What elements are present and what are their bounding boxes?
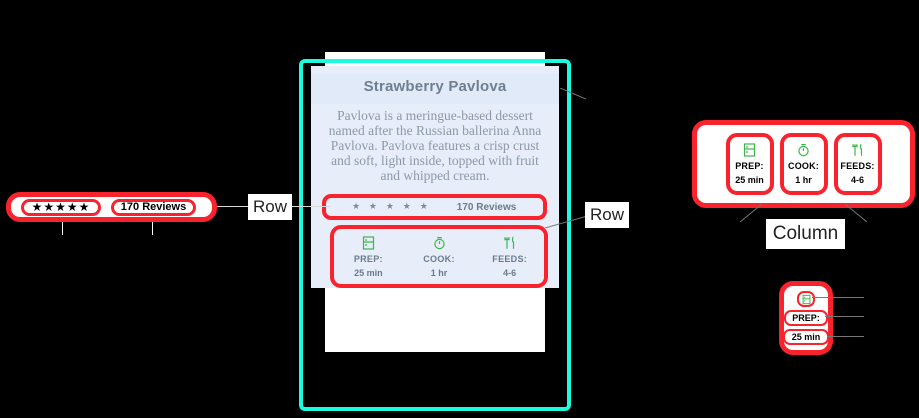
timer-icon xyxy=(797,143,810,157)
annotation-column-cells: PREP: 25 min COOK: 1 hr FEEDS: 4-6 xyxy=(692,120,915,208)
kitchen-icon xyxy=(362,235,375,250)
info-value: 4-6 xyxy=(503,267,517,278)
column-cell-feeds: FEEDS: 4-6 xyxy=(833,133,882,195)
column-cell-label: FEEDS: xyxy=(840,161,875,171)
annotation-review-row: ★★★★★ 170 Reviews xyxy=(6,192,217,222)
card-info-row: PREP: 25 min COOK: 1 hr FEEDS: 4-6 xyxy=(333,228,545,285)
callout-label-column: Column xyxy=(766,219,845,249)
star-rating-icon: ★ ★ ★ ★ ★ xyxy=(352,202,431,212)
info-value: 1 hr xyxy=(430,267,448,278)
leader-line-single-icon xyxy=(812,297,864,298)
restaurant-icon xyxy=(503,236,517,250)
leader-line-row-left xyxy=(217,206,248,207)
leader-line-column-left xyxy=(740,204,762,222)
info-label: FEEDS: xyxy=(492,253,528,264)
callout-label-row-left: Row xyxy=(248,194,292,220)
timer-icon xyxy=(433,236,446,250)
restaurant-icon xyxy=(851,143,865,157)
leader-line-row-right xyxy=(545,214,591,228)
single-cell-label: PREP: xyxy=(784,310,828,326)
callout-label-row-right: Row xyxy=(585,202,629,228)
info-value: 25 min xyxy=(354,267,383,278)
leader-line-stars xyxy=(62,222,63,235)
star-rating-icon: ★★★★★ xyxy=(21,198,101,216)
column-cell-label: PREP: xyxy=(735,161,764,171)
info-label: COOK: xyxy=(423,253,455,264)
info-cell-prep: PREP: 25 min xyxy=(333,228,404,285)
card-description: Pavlova is a meringue-based dessert name… xyxy=(328,108,542,183)
leader-line-column-right xyxy=(845,204,867,222)
card-title-band xyxy=(311,74,559,104)
device-frame xyxy=(299,59,571,411)
annotation-single-cell-content: PREP: 25 min xyxy=(779,281,833,355)
highlight-info-row xyxy=(330,225,548,288)
leader-line-row-left-2 xyxy=(292,206,330,207)
single-cell-value: 25 min xyxy=(783,329,829,345)
column-cell-value: 25 min xyxy=(735,175,764,185)
leader-line-single-label xyxy=(825,316,864,317)
column-cell-cook: COOK: 1 hr xyxy=(779,133,828,195)
column-cell-value: 1 hr xyxy=(795,175,812,185)
column-cell-value: 4-6 xyxy=(850,175,864,185)
info-cell-cook: COOK: 1 hr xyxy=(404,228,475,285)
column-cell-prep: PREP: 25 min xyxy=(725,133,774,195)
column-cell-label: COOK: xyxy=(788,161,819,171)
review-count-label: 170 Reviews xyxy=(111,198,196,216)
info-label: PREP: xyxy=(353,253,383,264)
leader-line-card-edge xyxy=(560,88,586,100)
highlight-review-row xyxy=(322,194,547,220)
leader-line-single-value xyxy=(827,336,864,337)
leader-line-count xyxy=(152,222,153,235)
kitchen-icon xyxy=(797,291,815,307)
info-cell-feeds: FEEDS: 4-6 xyxy=(474,228,545,285)
review-count: 170 Reviews xyxy=(456,201,517,213)
page-title: Strawberry Pavlova xyxy=(363,78,507,95)
card-review-row: ★ ★ ★ ★ ★ 170 Reviews xyxy=(326,197,544,217)
kitchen-icon xyxy=(743,143,756,157)
